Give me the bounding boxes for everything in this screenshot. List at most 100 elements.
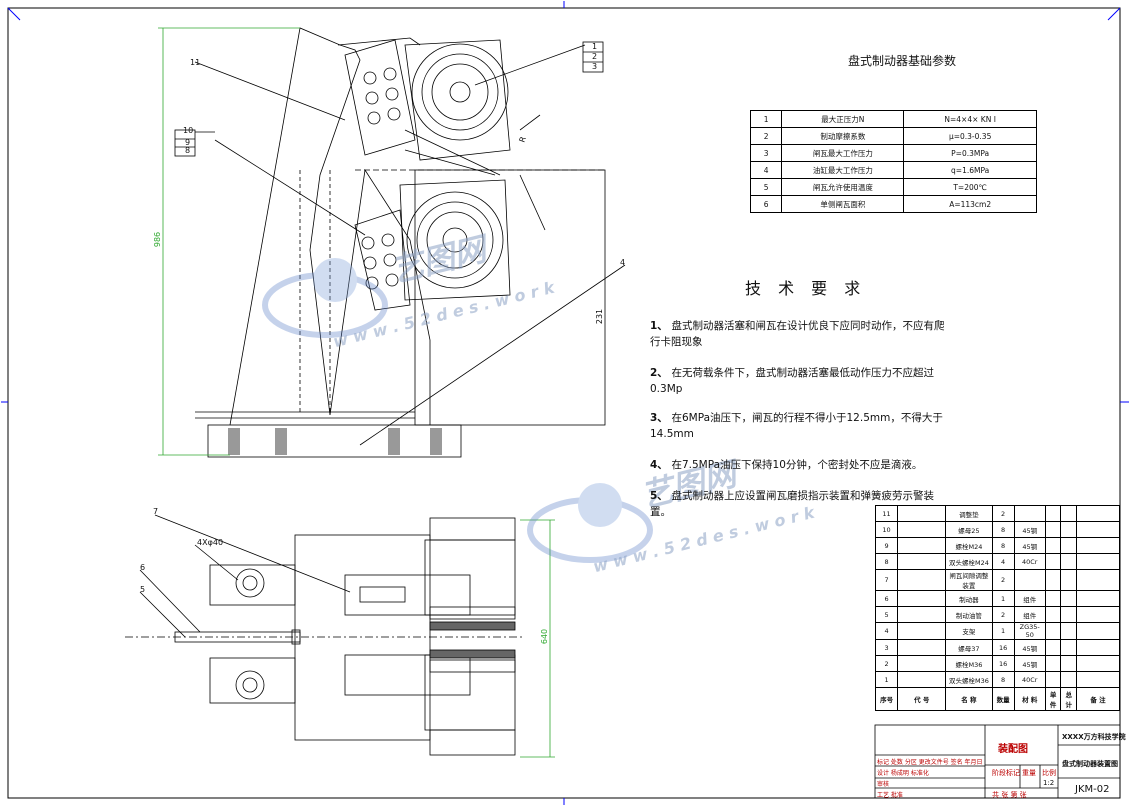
bom-header-w1: 单件 (1044, 687, 1062, 711)
bom-mat: 40Cr (1013, 671, 1046, 688)
tech-req-number: 3、 (650, 412, 672, 424)
bom-name: 螺栓M36 (945, 655, 993, 672)
bom-empty-cell (1076, 622, 1120, 640)
edge-mark (1107, 7, 1121, 21)
param-no: 2 (749, 127, 783, 145)
bom-empty-cell (1044, 569, 1062, 591)
bom-empty-cell (1060, 569, 1078, 591)
bom-name: 制动油管 (945, 606, 993, 623)
bom-empty-cell (1060, 537, 1078, 554)
tech-req-item: 4、 在7.5MPa油压下保持10分钟，个密封处不应是滴液。 (650, 457, 950, 473)
bom-name: 支架 (945, 622, 993, 640)
bom-qty: 8 (991, 537, 1015, 554)
tech-req-number: 4、 (650, 459, 672, 471)
bom-header-w2: 总计 (1060, 687, 1078, 711)
title-sheet: 共 张 第 张 (992, 791, 1027, 799)
bom-header-remark: 备 注 (1076, 687, 1120, 711)
bom-name: 调整垫 (945, 505, 993, 522)
bom-empty-cell (1044, 521, 1062, 538)
bom-mat: 45钢 (1013, 537, 1046, 554)
tech-req-text: 在7.5MPa油压下保持10分钟，个密封处不应是滴液。 (671, 459, 923, 471)
callout-11: 11 (190, 58, 201, 67)
param-name: 制动摩擦系数 (781, 127, 905, 145)
param-value: N=4×4× KN Ⅰ (903, 110, 1037, 128)
bom-mat: 45钢 (1013, 655, 1046, 672)
bom-empty-cell (897, 553, 947, 570)
bom-mat: ZG35-50 (1013, 622, 1046, 640)
tech-req-item: 1、 盘式制动器活塞和闸瓦在设计优良下应同时动作，不应有爬行卡阻现象 (650, 318, 950, 350)
bom-empty-cell (897, 639, 947, 656)
bom-empty-cell (897, 569, 947, 591)
bom-empty-cell (1076, 639, 1120, 656)
top-view (125, 514, 525, 756)
bom-qty: 2 (991, 569, 1015, 591)
dim-height: 986 (153, 231, 163, 248)
bom-no: 10 (874, 521, 899, 538)
callout-3: 3 (592, 62, 598, 71)
bom-empty-cell (1060, 606, 1078, 623)
param-value: A=113cm2 (903, 195, 1037, 213)
bom-qty: 16 (991, 639, 1015, 656)
tech-req-item: 2、 在无荷载条件下，盘式制动器活塞最低动作压力不应超过0.3Mp (650, 365, 950, 397)
bom-name: 制动器 (945, 590, 993, 607)
callout-4: 4 (620, 258, 626, 267)
bom-no: 7 (874, 569, 899, 591)
edge-mark (7, 7, 21, 21)
bom-empty-cell (897, 606, 947, 623)
bom-empty-cell (1060, 521, 1078, 538)
title-weight-label: 重量 (1022, 769, 1036, 777)
bom-header-mat: 材 料 (1013, 687, 1046, 711)
bom-no: 4 (874, 622, 899, 640)
param-no: 4 (749, 161, 783, 179)
bom-name: 螺栓M24 (945, 537, 993, 554)
bom-empty-cell (1060, 553, 1078, 570)
bom-header-qty: 数量 (991, 687, 1015, 711)
bom-qty: 16 (991, 655, 1015, 672)
bom-empty-cell (1044, 655, 1062, 672)
callout-9: 9 (185, 138, 191, 147)
bom-empty-cell (1060, 671, 1078, 688)
title-code: JKM-02 (1075, 784, 1110, 795)
bom-empty-cell (897, 537, 947, 554)
bom-empty-cell (1060, 622, 1078, 640)
param-no: 1 (749, 110, 783, 128)
bom-mat: 40Cr (1013, 553, 1046, 570)
bom-mat (1013, 505, 1046, 522)
tech-req-text: 在无荷载条件下，盘式制动器活塞最低动作压力不应超过0.3Mp (650, 367, 934, 395)
title-row3: 审核 (877, 781, 890, 788)
title-drawing-type: 装配图 (998, 744, 1028, 755)
param-table-title: 盘式制动器基础参数 (848, 54, 957, 68)
bom-no: 1 (874, 671, 899, 688)
param-value: T=200℃ (903, 178, 1037, 196)
bom-qty: 1 (991, 622, 1015, 640)
bom-empty-cell (897, 622, 947, 640)
bom-name: 闸瓦间隙调整装置 (945, 569, 993, 591)
title-scale: 1:2 (1043, 779, 1055, 787)
bom-mat: 组件 (1013, 606, 1046, 623)
title-stage-label: 阶段标记 (992, 769, 1020, 777)
callout-10: 10 (183, 126, 194, 135)
bom-empty-cell (897, 521, 947, 538)
bom-empty-cell (1060, 590, 1078, 607)
bom-no: 11 (874, 505, 899, 522)
tech-req-item: 5、 盘式制动器上应设置闸瓦磨损指示装置和弹簧疲劳示警装置。 (650, 488, 950, 520)
bom-no: 8 (874, 553, 899, 570)
bom-empty-cell (897, 671, 947, 688)
callout-5: 5 (140, 585, 146, 594)
bom-empty-cell (1044, 505, 1062, 522)
title-scale-label: 比例 (1042, 769, 1056, 777)
title-row2: 设计 杨成明 标准化 (877, 770, 929, 777)
tech-req-number: 2、 (650, 367, 672, 379)
param-value: P=0.3MPa (903, 144, 1037, 162)
param-no: 6 (749, 195, 783, 213)
tech-req-text: 盘式制动器上应设置闸瓦磨损指示装置和弹簧疲劳示警装置。 (650, 490, 934, 518)
bom-qty: 1 (991, 590, 1015, 607)
